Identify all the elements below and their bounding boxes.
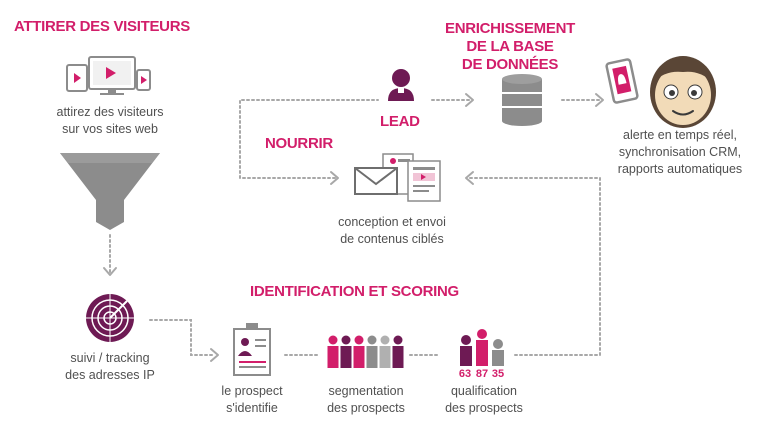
enrichissement-title-line: DE DONNÉES	[461, 56, 559, 73]
prospect-caption-line: s'identifie	[226, 401, 278, 415]
tracking-caption-line: des adresses IP	[65, 368, 155, 382]
person-icon	[388, 69, 414, 101]
envelope-icon	[354, 153, 441, 202]
tracking-caption: suivi / tracking des adresses IP	[40, 350, 180, 384]
alerte-caption-line: synchronisation CRM,	[618, 145, 742, 159]
qualification-caption-line: des prospects	[445, 401, 523, 415]
attirer-title: ATTIRER DES VISITEURS	[14, 18, 190, 35]
nourrir-caption-line: de contenus ciblés	[340, 232, 444, 246]
segmentation-caption-line: segmentation	[328, 384, 404, 398]
person-head	[341, 335, 351, 345]
lead-label: LEAD	[380, 113, 420, 130]
enrichissement-title: ENRICHISSEMENT DE LA BASE DE DONNÉES	[430, 20, 590, 74]
person-body	[327, 346, 339, 368]
qualification-caption-line: qualification	[450, 384, 517, 398]
attirer-caption: attirez des visiteurs sur vos sites web	[40, 104, 180, 138]
person-body	[340, 346, 352, 368]
people-group-icon	[327, 335, 404, 368]
attirer-caption-line: attirez des visiteurs	[56, 105, 164, 119]
nourrir-caption: conception et envoi de contenus ciblés	[322, 214, 462, 248]
connector-radar-prospect	[149, 319, 213, 356]
attirer-caption-line: sur vos sites web	[62, 122, 158, 136]
nourrir-title: NOURRIR	[265, 135, 333, 152]
person-body	[379, 346, 391, 368]
person-body	[366, 346, 378, 368]
connector-qualification-nourrir	[467, 177, 601, 356]
alerte-caption-line: alerte en temps réel,	[623, 128, 737, 142]
database-icon	[502, 74, 542, 126]
enrichissement-title-line: DE LA BASE	[466, 38, 554, 55]
alerte-caption-line: rapports automatiques	[617, 162, 743, 176]
person-body	[353, 346, 365, 368]
prospect-caption-line: le prospect	[221, 384, 283, 398]
face-icon	[650, 56, 716, 128]
devices-icon	[66, 56, 151, 95]
funnel-icon	[60, 153, 160, 230]
phone-alert-icon	[605, 58, 639, 104]
person-head	[393, 335, 403, 345]
person-head	[328, 335, 338, 345]
score-3: 35	[491, 368, 505, 380]
segmentation-caption: segmentation des prospects	[310, 383, 422, 417]
identification-title: IDENTIFICATION ET SCORING	[250, 283, 459, 300]
enrichissement-title-line: ENRICHISSEMENT	[445, 20, 575, 37]
qualification-caption: qualification des prospects	[428, 383, 540, 417]
tracking-caption-line: suivi / tracking	[70, 351, 150, 365]
arrow-chevron-icon	[103, 93, 604, 362]
segmentation-caption-line: des prospects	[327, 401, 405, 415]
prospect-caption: le prospect s'identifie	[200, 383, 304, 417]
podium-icon	[460, 329, 504, 366]
nourrir-caption-line: conception et envoi	[338, 215, 446, 229]
score-1: 63	[458, 368, 472, 380]
score-2: 87	[475, 368, 489, 380]
radar-icon	[86, 294, 134, 342]
person-head	[367, 335, 377, 345]
person-head	[380, 335, 390, 345]
person-head	[354, 335, 364, 345]
connector-nourrir-lead	[239, 99, 379, 179]
connector-lines	[109, 99, 601, 356]
id-card-icon	[233, 323, 271, 376]
alerte-caption: alerte en temps réel, synchronisation CR…	[605, 127, 755, 178]
person-body	[392, 346, 404, 368]
